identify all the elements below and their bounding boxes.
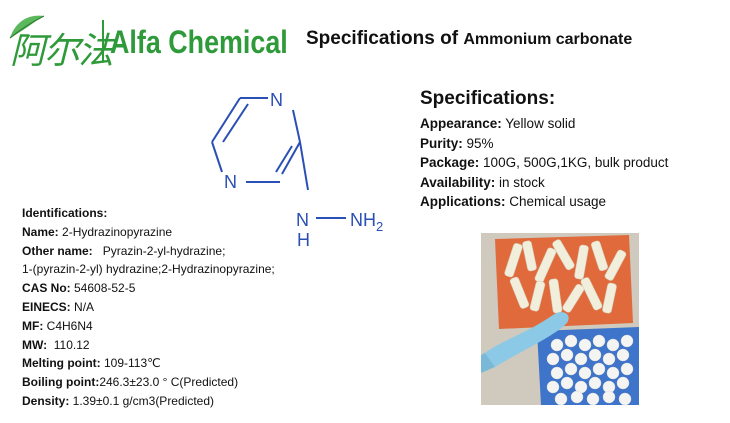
logo-divider <box>102 20 104 62</box>
ident-value: 110.12 <box>47 337 90 352</box>
spec-label: Availability: <box>420 174 496 190</box>
ident-row: MF: C4H6N4 <box>22 317 275 336</box>
ident-value: 54608-52-5 <box>70 281 136 296</box>
spec-row: Applications: Chemical usage <box>420 192 668 212</box>
spec-value: Yellow solid <box>501 116 576 131</box>
atom-nh2: NH2 <box>350 210 383 234</box>
atom-h: H <box>297 230 310 250</box>
ident-label: Boiling point: <box>22 375 100 390</box>
ident-value: 246.3±23.0 ° C(Predicted) <box>99 375 239 390</box>
spec-row: Purity: 95% <box>420 134 668 154</box>
atom-nh2-label: NH <box>350 210 376 230</box>
spec-label: Applications: <box>420 194 506 209</box>
atom-n-top: N <box>270 90 283 110</box>
ident-value: 1.39±0.1 g/cm3(Predicted) <box>69 393 214 408</box>
spec-label: Appearance: <box>420 116 502 131</box>
ident-label: Density: <box>22 393 70 408</box>
product-sample-image <box>481 233 639 405</box>
spec-label: Package: <box>420 155 480 170</box>
ident-label: EINECS: <box>22 299 71 314</box>
brand-logo: 阿尔法 Alfa Chemical <box>4 12 288 72</box>
ident-value: C4H6N4 <box>43 318 93 333</box>
spec-value: 100G, 500G,1KG, bulk product <box>479 155 669 170</box>
ident-row: EINECS: N/A <box>22 298 275 317</box>
ident-label: Other name: <box>22 243 93 258</box>
ident-row: MW: 110.12 <box>22 336 275 355</box>
identifications-heading: Identifications: <box>22 206 108 220</box>
ident-value: 2-Hydrazinopyrazine <box>58 224 173 239</box>
page-title: Specifications of Ammonium carbonate <box>306 28 632 50</box>
atom-n-left: N <box>224 172 237 192</box>
ident-value: Pyrazin-2-yl-hydrazine; <box>92 243 226 258</box>
ident-label: Melting point: <box>22 356 101 371</box>
spec-value: Chemical usage <box>505 194 607 209</box>
spec-label: Purity: <box>420 135 463 151</box>
product-photo <box>481 233 639 405</box>
spec-value: 95% <box>462 135 494 151</box>
ident-row-continuation: 1-(pyrazin-2-yl) hydrazine;2-Hydrazinopy… <box>22 262 275 277</box>
spec-row: Package: 100G, 500G,1KG, bulk product <box>420 153 668 173</box>
atom-nh2-subscript: 2 <box>376 219 383 234</box>
ident-row: Boiling point:246.3±23.0 ° C(Predicted) <box>22 373 275 392</box>
spec-row: Availability: in stock <box>420 173 668 193</box>
title-product: Ammonium carbonate <box>463 31 633 48</box>
logo-english-text: Alfa Chemical <box>110 24 288 60</box>
leaf-icon <box>9 15 45 39</box>
ident-label: MW: <box>22 337 48 352</box>
ident-label: CAS No: <box>22 281 71 296</box>
ident-value: 109-113℃ <box>100 356 161 371</box>
ident-row: Melting point: 109-113℃ <box>22 354 275 373</box>
ident-value: N/A <box>70 299 95 314</box>
ident-row: Name: 2-Hydrazinopyrazine <box>22 223 275 242</box>
ident-label: MF: <box>22 318 44 333</box>
ident-label: Name: <box>22 224 59 239</box>
ident-row: CAS No: 54608-52-5 <box>22 279 275 298</box>
molecule-structure: N N NH2 N H <box>211 90 383 250</box>
ident-row: Density: 1.39±0.1 g/cm3(Predicted) <box>22 392 275 411</box>
title-prefix: Specifications of <box>306 28 464 49</box>
spec-value: in stock <box>495 174 545 190</box>
atom-n-hydrazine: N <box>296 210 309 230</box>
ident-row: Other name: Pyrazin-2-yl-hydrazine; <box>22 242 275 261</box>
logo-chinese-text: 阿尔法 <box>10 31 114 72</box>
specifications-heading: Specifications: <box>420 88 556 109</box>
identifications-section: Identifications: Name: 2-Hydrazinopyrazi… <box>22 204 275 411</box>
pyrazine-ring <box>211 97 346 219</box>
specifications-section: Specifications: Appearance: Yellow solid… <box>420 88 668 212</box>
spec-row: Appearance: Yellow solid <box>420 114 668 134</box>
